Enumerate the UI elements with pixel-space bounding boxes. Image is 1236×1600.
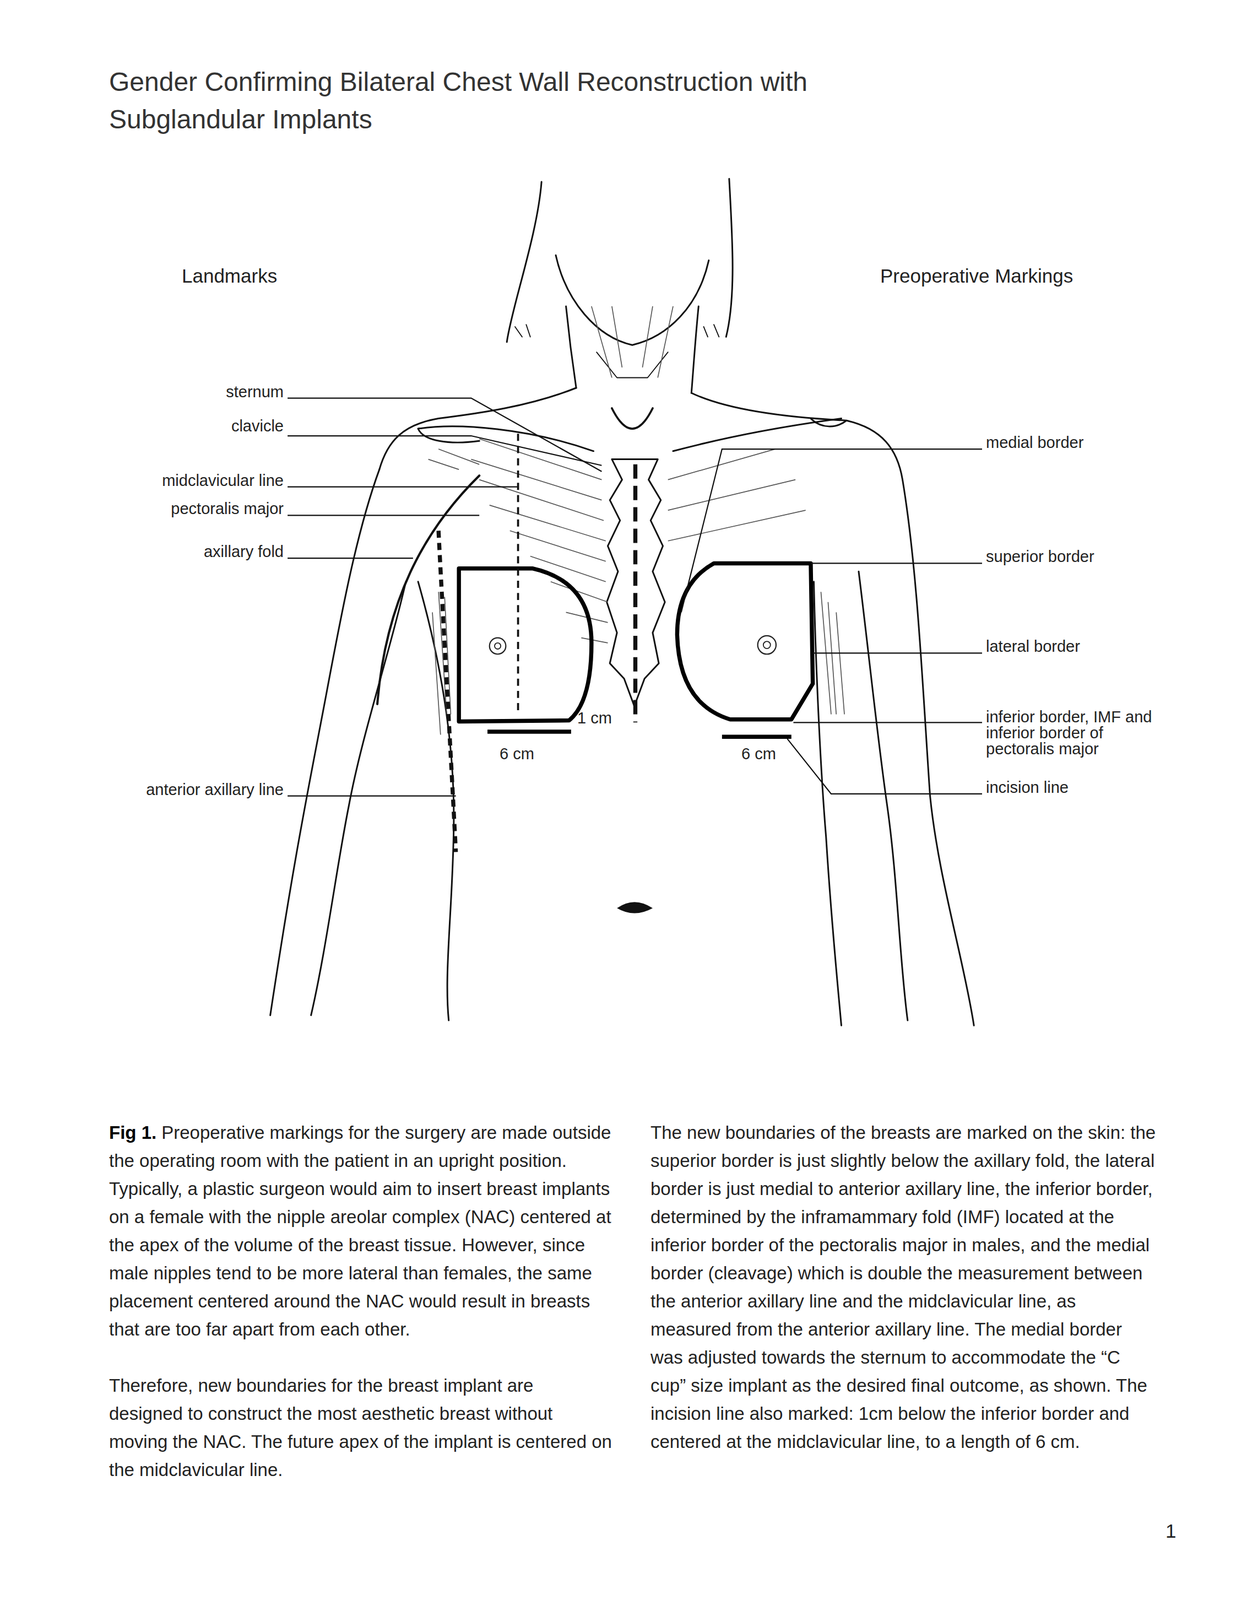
marking-label: superior border <box>985 547 1095 566</box>
nipple <box>757 635 777 654</box>
leader-line <box>287 398 983 796</box>
landmark-label: midclavicular line <box>161 471 284 490</box>
body-outline <box>270 178 975 1026</box>
page-number: 1 <box>1165 1519 1176 1542</box>
dimension-label: 1 cm <box>577 708 612 728</box>
marking-label: medial border <box>985 433 1084 452</box>
navel <box>616 901 653 913</box>
dashed-line <box>438 433 636 852</box>
caption-paragraph: Fig 1.Preoperative markings for the surg… <box>109 1118 612 1343</box>
dimension-label: 6 cm <box>741 744 777 763</box>
figure-number: Fig 1. <box>109 1121 157 1143</box>
nipple <box>494 642 501 649</box>
text-column: The new boundaries of the breasts are ma… <box>650 1118 1158 1456</box>
nipple <box>763 641 771 649</box>
caption: Preoperative markings for the surgery ar… <box>109 1121 612 1339</box>
section-heading: Preoperative Markings <box>880 264 1073 287</box>
marking-label: incision line <box>985 778 1069 797</box>
landmark-label: pectoralis major <box>170 499 284 518</box>
incision-mark <box>487 731 792 737</box>
landmark-label: axillary fold <box>203 542 284 561</box>
dimension-label: 6 cm <box>499 744 535 763</box>
body-paragraph: Therefore, new boundaries for the breast… <box>109 1370 612 1484</box>
marking-label: lateral border <box>985 637 1081 656</box>
nipple <box>489 637 507 655</box>
muscle-hatching <box>428 306 845 735</box>
landmark-label: anterior axillary line <box>145 780 284 799</box>
marking-label: inferior border, IMF and inferior border… <box>985 708 1168 757</box>
body-paragraph: The new boundaries of the breasts are ma… <box>650 1118 1158 1456</box>
landmark-label: sternum <box>225 382 284 401</box>
text-column: Fig 1.Preoperative markings for the surg… <box>109 1118 612 1484</box>
landmark-label: clavicle <box>231 416 284 436</box>
section-heading: Landmarks <box>181 264 278 287</box>
title: Gender Confirming Bilateral Chest Wall R… <box>109 63 881 139</box>
